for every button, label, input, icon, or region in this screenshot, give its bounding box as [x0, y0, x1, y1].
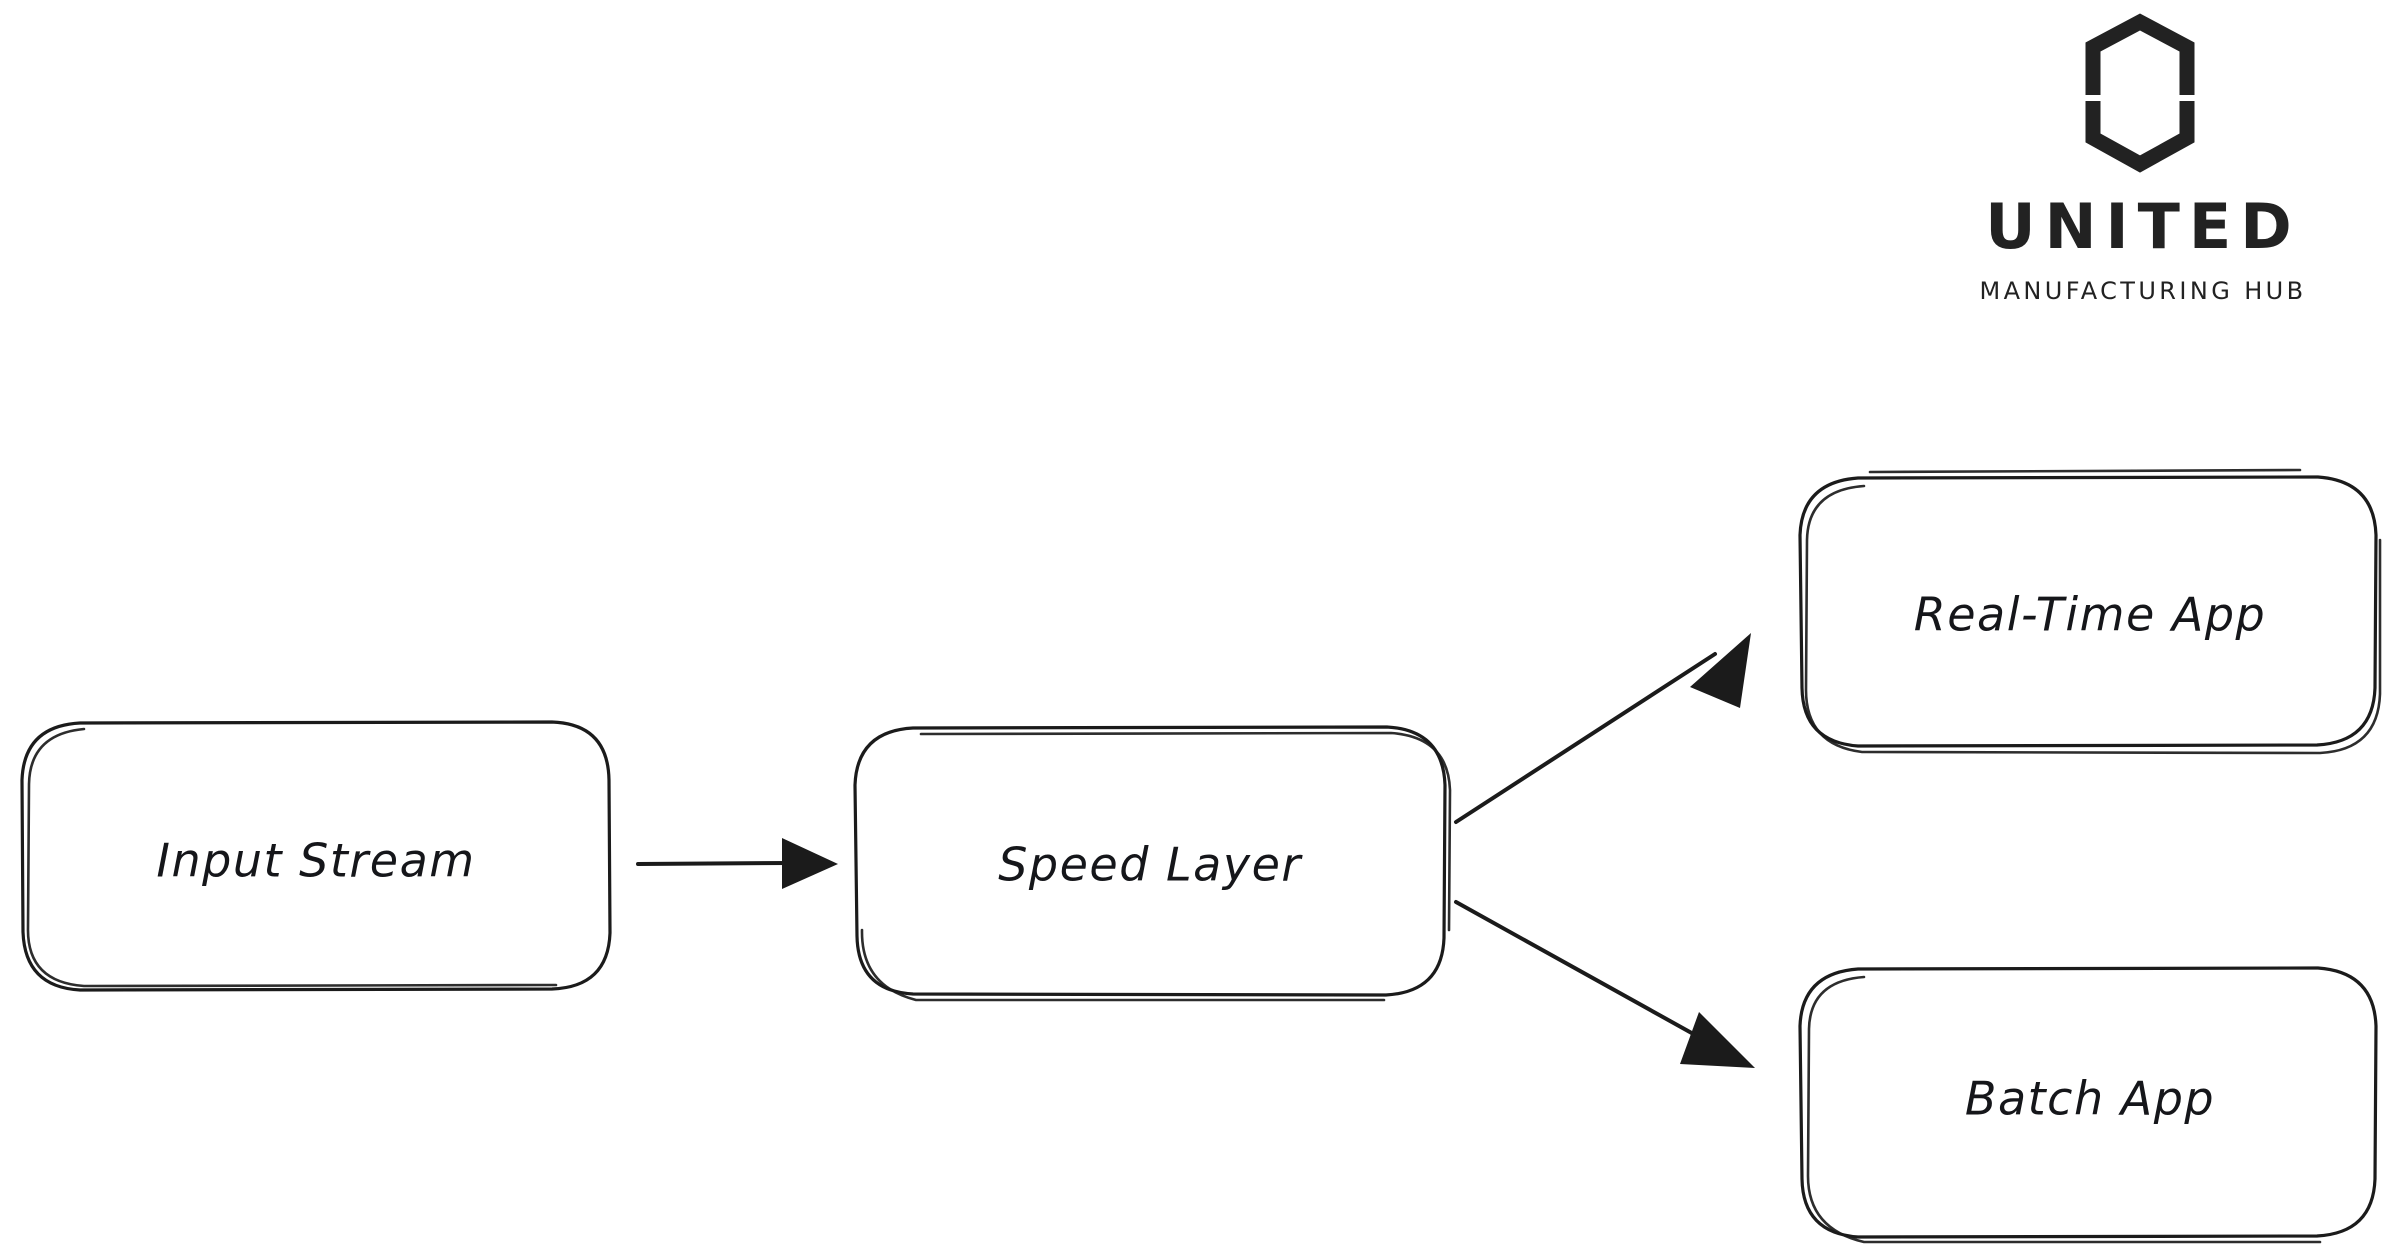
node-shape-sketch-overlay — [1804, 484, 2382, 755]
node-shape — [1798, 475, 2378, 748]
arrowhead-icon — [782, 838, 838, 889]
node-label-batch-app: Batch App — [1965, 1072, 2215, 1126]
edge-speed-to-batch[interactable] — [1454, 900, 1755, 1068]
edge-line — [1454, 652, 1717, 824]
edge-line — [636, 861, 792, 866]
node-shape-sketch-overlay — [1806, 975, 2322, 1244]
node-shape-sketch-overlay — [919, 731, 1452, 932]
node-real-time-app[interactable]: Real-Time App — [1798, 468, 2382, 755]
arrowhead-icon — [1690, 633, 1751, 708]
node-label-input-stream: Input Stream — [156, 834, 475, 888]
united-manufacturing-hub-logo: UNITED MANUFACTURING HUB — [1979, 13, 2306, 305]
logo-wordmark: UNITED — [1985, 190, 2300, 263]
arrowhead-icon — [1680, 1012, 1755, 1068]
node-input-stream[interactable]: Input Stream — [20, 720, 612, 992]
node-label-real-time-app: Real-Time App — [1914, 588, 2266, 642]
edge-speed-to-realtime[interactable] — [1454, 633, 1751, 824]
edge-input-to-speed[interactable] — [636, 838, 838, 889]
node-shape — [20, 720, 612, 992]
logo-tagline: MANUFACTURING HUB — [1979, 277, 2306, 305]
edge-line — [1454, 900, 1717, 1048]
node-shape-sketch-overlay-2 — [1868, 468, 2302, 474]
node-speed-layer[interactable]: Speed Layer — [853, 725, 1452, 1002]
node-shape-sketch-overlay — [26, 727, 558, 988]
hexagon-u-icon — [2085, 13, 2195, 173]
node-label-speed-layer: Speed Layer — [998, 838, 1303, 892]
node-shape — [1798, 966, 2378, 1239]
node-batch-app[interactable]: Batch App — [1798, 966, 2378, 1244]
node-shape-sketch-overlay-2 — [860, 928, 1386, 1002]
